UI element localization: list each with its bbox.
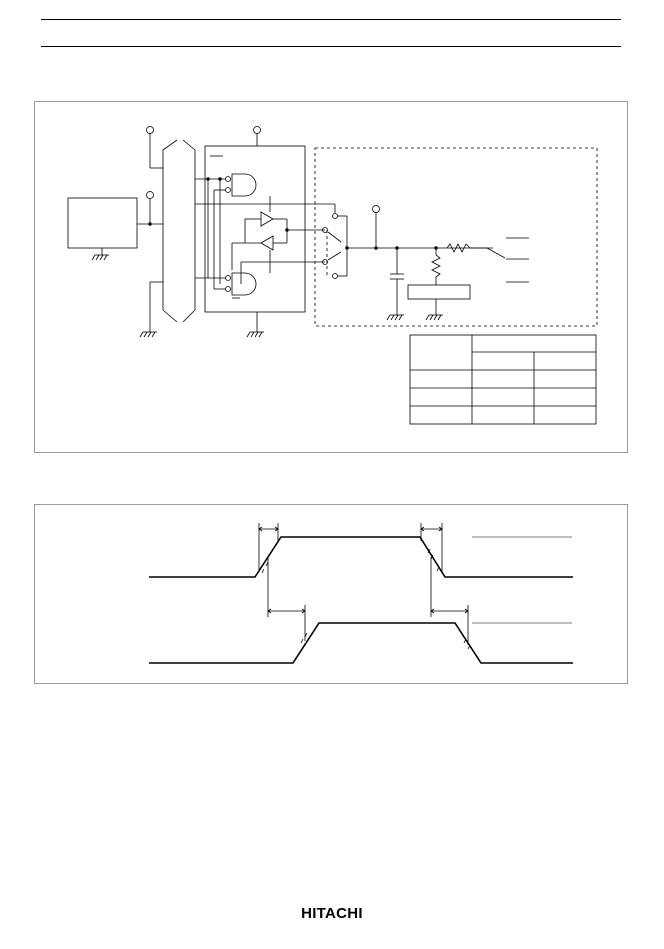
test-circuit-panel — [34, 101, 628, 453]
test-circuit-schematic — [67, 126, 598, 425]
vcc-terminal-2 — [146, 191, 154, 199]
ground-symbol-source — [91, 254, 109, 261]
resistor-vertical — [431, 254, 441, 278]
switch-contact-4 — [332, 273, 338, 279]
condition-table — [409, 334, 597, 425]
input-waveform — [149, 536, 573, 578]
load-box — [314, 147, 598, 327]
hitachi-logo: HITACHI — [301, 905, 363, 922]
output-waveform — [149, 622, 573, 664]
bus-bracket — [162, 139, 196, 323]
nand-gate-upper — [231, 173, 257, 197]
ground-symbol-cap — [386, 314, 404, 321]
ground-symbol-res — [425, 314, 443, 321]
device-under-test-box — [204, 145, 306, 313]
header-rule-bottom — [41, 46, 621, 47]
resistor-horizontal — [446, 243, 471, 253]
timing-diagram-panel — [34, 504, 628, 684]
vcc-terminal-3 — [253, 126, 261, 134]
selector-switch-arm — [486, 247, 506, 259]
ground-symbol-bus — [139, 331, 157, 338]
ground-symbol-ic — [246, 331, 264, 338]
vcc-terminal-1 — [146, 126, 154, 134]
switch-contact-1 — [332, 213, 338, 219]
buffer-reverse — [260, 235, 274, 251]
switch-contact-3 — [322, 259, 328, 265]
header-rule-top — [41, 19, 621, 20]
timing-waveform — [149, 523, 573, 664]
measurement-block — [407, 284, 471, 300]
buffer-forward — [260, 211, 274, 227]
signal-source-box — [67, 197, 138, 249]
vcc-terminal-load — [372, 205, 380, 213]
switch-contact-2 — [322, 227, 328, 233]
nand-gate-lower — [231, 272, 257, 296]
